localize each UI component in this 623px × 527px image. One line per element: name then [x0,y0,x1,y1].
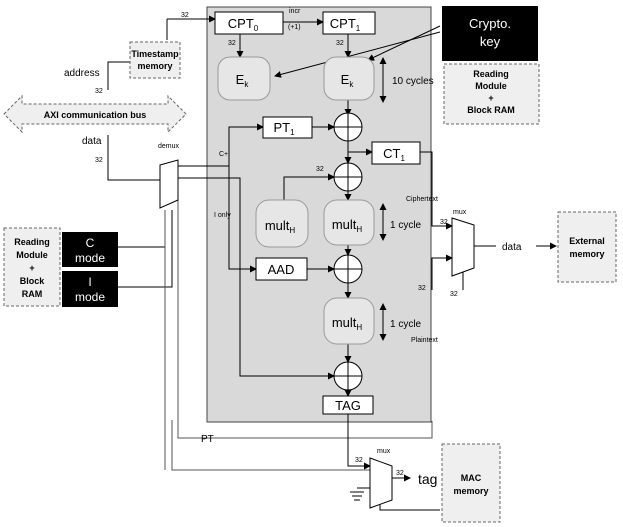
svg-text:memory: memory [453,486,488,496]
svg-text:AAD: AAD [268,262,295,277]
bus-width-label: 32 [355,457,363,464]
bus-width-label: 32 [228,40,236,47]
plaintext-label: Plaintext [411,337,438,344]
cpt0-block: CPT0 [214,11,284,35]
svg-text:1 cycle: 1 cycle [390,220,422,231]
svg-text:mode: mode [75,290,105,304]
xor-2 [333,162,363,192]
i-only-label: I only [214,212,231,219]
incr-label: incr [289,8,301,15]
svg-text:Timestamp: Timestamp [131,49,179,59]
svg-text:CPT0: CPT0 [228,16,259,33]
i-mode-block: I mode [62,271,118,307]
svg-text:mux: mux [453,209,467,216]
svg-text:Module: Module [475,81,507,91]
mult-h-mid-block: multH [323,199,375,246]
svg-text:+: + [488,93,493,103]
incr-plus-one-label: (+1) [288,24,301,31]
svg-text:Reading: Reading [14,237,50,247]
bus-width-label: 32 [440,219,448,226]
svg-text:Block RAM: Block RAM [467,105,515,115]
xor-1 [333,112,363,142]
bus-width-label: 32 [450,291,458,298]
c-plus-i-label: C+I [219,151,230,158]
bus-width-label: 32 [95,88,103,95]
svg-text:I: I [88,275,91,289]
svg-text:10 cycles: 10 cycles [392,76,434,87]
svg-text:key: key [480,34,501,49]
svg-text:mux: mux [377,448,391,455]
svg-text:1 cycle: 1 cycle [390,319,422,330]
svg-text:AXI communication bus: AXI communication bus [44,110,147,120]
data-left-label: data [82,136,102,147]
axi-communication-bus: AXI communication bus [3,94,187,134]
svg-text:RAM: RAM [22,289,43,299]
reading-module-left: Reading Module + Block RAM [3,227,61,307]
svg-text:MAC: MAC [461,473,482,483]
ek-right-block: Ek [323,56,375,101]
bus-width-label: 32 [336,40,344,47]
external-memory: External memory [557,211,617,283]
bus-width-label: 32 [418,285,426,292]
pt1-block: PT1 [262,116,313,139]
svg-text:External: External [569,236,605,246]
mult-h-left-block: multH [255,199,309,248]
mux-output: mux [451,209,475,277]
bus-width-label: 32 [181,12,189,19]
svg-text:PT1: PT1 [273,120,295,137]
svg-text:demux: demux [158,143,180,150]
svg-text:CPT1: CPT1 [330,16,361,33]
c-mode-block: C mode [62,232,118,267]
tag-block: TAG [322,395,374,415]
cpt1-block: CPT1 [322,11,376,35]
svg-text:TAG: TAG [335,398,361,413]
demux: demux [158,143,180,209]
svg-text:Block: Block [20,276,46,286]
one-cycle-indicator-a: 1 cycle [379,203,422,241]
one-cycle-indicator-b: 1 cycle [379,303,422,341]
svg-text:+: + [29,263,34,273]
svg-text:Reading: Reading [473,69,509,79]
svg-text:mode: mode [75,251,105,265]
reading-module-right: Reading Module + Block RAM [443,63,540,125]
svg-text:multH: multH [265,218,296,235]
svg-text:memory: memory [137,61,172,71]
svg-text:Module: Module [16,250,48,260]
mac-memory: MAC memory [441,443,501,523]
svg-text:memory: memory [569,249,604,259]
svg-text:Ek: Ek [236,72,250,89]
data-out-label: data [502,242,522,253]
tag-out-label: tag [418,471,437,487]
address-label: address [64,68,100,79]
aad-block: AAD [255,257,308,281]
mux-tag: mux [369,448,393,509]
bus-width-label: 32 [95,157,103,164]
svg-text:multH: multH [332,315,363,332]
svg-text:Ek: Ek [341,72,355,89]
svg-text:multH: multH [332,217,363,234]
crypto-key-block: Crypto. key [442,6,538,61]
timestamp-memory: Timestamp memory [129,41,181,79]
xor-3 [333,254,363,284]
ten-cycles-indicator: 10 cycles [379,57,434,103]
svg-text:C: C [86,236,95,250]
ek-left-block: Ek [217,56,271,101]
wires [107,15,557,511]
bus-width-label: 32 [396,470,404,477]
pt-label: PT [201,434,214,445]
svg-text:CT1: CT1 [383,146,405,163]
ciphertext-label: Ciphertext [406,196,438,203]
ct1-block: CT1 [371,141,421,165]
svg-text:Crypto.: Crypto. [469,16,511,31]
xor-4 [333,361,363,391]
bus-width-label: 32 [316,166,324,173]
mult-h-low-block: multH [323,297,375,345]
